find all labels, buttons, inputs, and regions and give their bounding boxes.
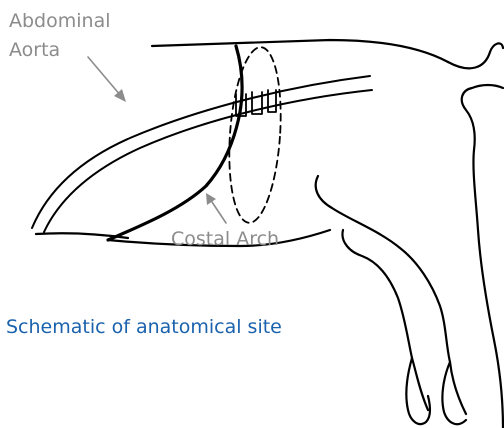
costal-arch-label: Costal Arch: [171, 227, 279, 251]
hind-paw-back-outline: [442, 362, 466, 424]
back-outline: [152, 40, 448, 62]
hind-leg-inner-outline: [342, 230, 428, 410]
hind-leg-front-outline: [316, 176, 466, 414]
aorta-pointer-arrow: [88, 57, 126, 102]
costal-arch-line: [108, 46, 242, 240]
rump-outline: [448, 43, 503, 68]
aorta-upper-line: [32, 76, 370, 228]
aorta-lower-line: [44, 90, 372, 232]
tail-outline: [462, 85, 503, 428]
aorta-label: Aorta: [9, 38, 60, 62]
abdominal-label: Abdominal: [9, 9, 111, 33]
costal-arch-pointer-arrow: [206, 193, 226, 223]
hind-paw-outline: [406, 358, 430, 424]
schematic-caption: Schematic of anatomical site: [6, 315, 282, 339]
